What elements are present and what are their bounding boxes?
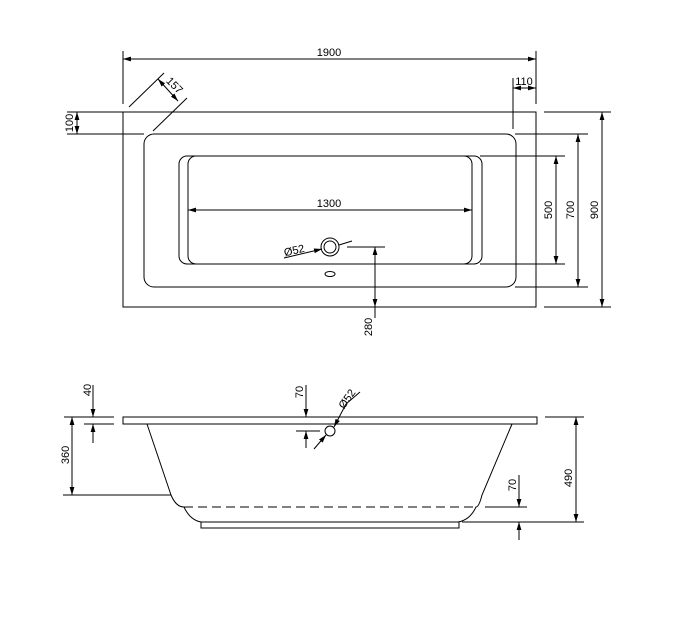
dim-base-height: 70 (507, 475, 522, 540)
dim-inner-width: 700 (515, 133, 588, 288)
overflow-icon (324, 425, 336, 437)
dim-label-490: 490 (563, 469, 575, 487)
dim-basin-width: 500 (480, 155, 565, 265)
dim-overflow-diameter: Ø52 (313, 387, 361, 450)
dim-basin-depth: 360 (60, 417, 171, 496)
overflow-hole (324, 271, 336, 277)
dim-label-157: 157 (163, 75, 184, 96)
drain-icon (320, 237, 340, 257)
top-view: 1900 110 100 157 1300 (64, 47, 611, 336)
dim-drain: Ø52 (283, 240, 353, 259)
dim-rim-side: 100 (64, 111, 144, 135)
dim-label-base-70: 70 (507, 479, 519, 491)
dim-label-1300: 1300 (317, 198, 341, 210)
dim-rim-end: 110 (512, 76, 536, 129)
dim-label-900: 900 (589, 201, 601, 219)
dim-overflow-height: 70 (294, 385, 320, 448)
dim-label-110: 110 (515, 76, 533, 88)
side-view: 40 360 70 Ø52 490 (60, 384, 584, 540)
dim-label-700: 700 (565, 201, 577, 219)
dim-label-1900: 1900 (317, 47, 341, 59)
dim-label-drain-diameter: Ø52 (283, 243, 306, 259)
dim-label-100: 100 (64, 114, 76, 132)
tub-body-profile (146, 423, 513, 523)
dim-label-280: 280 (363, 318, 375, 336)
dim-label-overflow-diameter: Ø52 (337, 387, 359, 411)
dim-corner: 157 (128, 72, 188, 132)
inner-rim-outline (143, 133, 517, 288)
base-plate (200, 521, 460, 529)
dim-overall-length: 1900 (122, 47, 537, 104)
dim-overall-width: 900 (544, 111, 611, 308)
rim-profile (122, 416, 538, 425)
dim-overall-height: 490 (462, 416, 584, 523)
dim-basin-length: 1300 (188, 198, 472, 213)
outer-rim-outline (122, 111, 537, 308)
drain-inner-ring (323, 240, 337, 254)
dim-drain-offset: 280 (347, 246, 385, 336)
dim-label-360: 360 (60, 446, 72, 464)
dim-label-500: 500 (543, 201, 555, 219)
dim-label-overflow-70: 70 (294, 386, 306, 398)
dim-label-40: 40 (82, 384, 94, 396)
